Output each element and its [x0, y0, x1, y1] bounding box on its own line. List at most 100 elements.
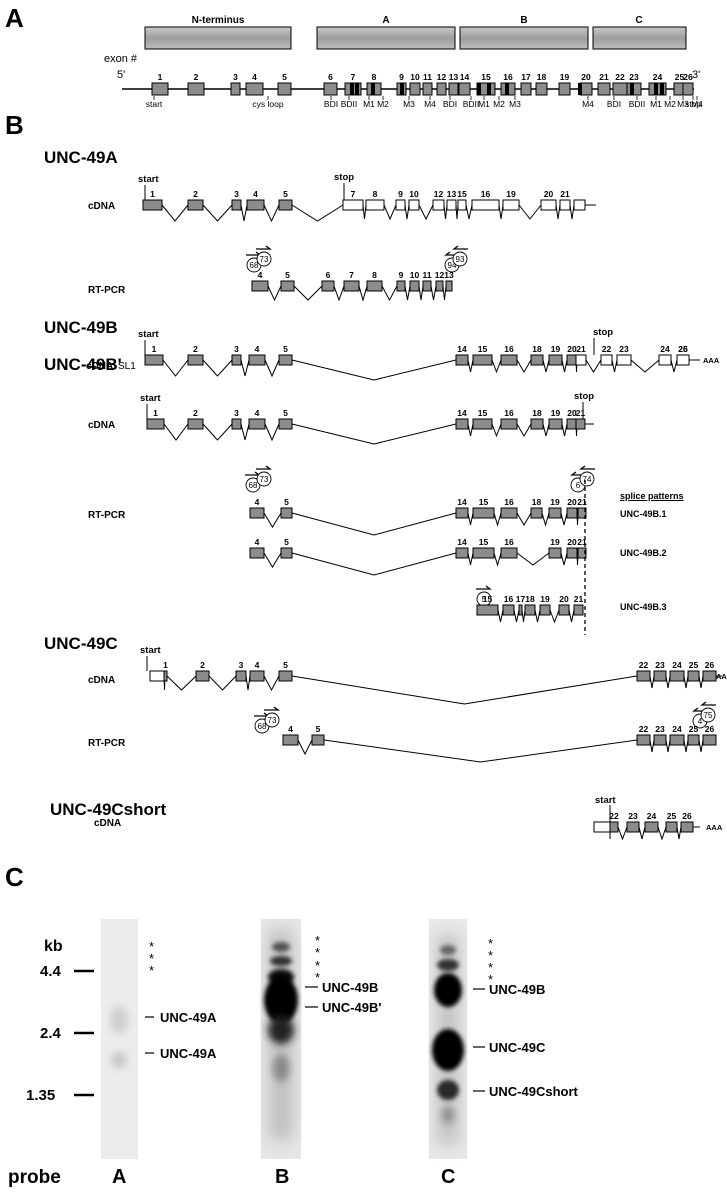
unc49a-rtpcr-exon-5 [280, 280, 295, 292]
rtpcr-b2-right-intron-1 [493, 552, 502, 567]
feature-label-18: M3 [677, 99, 689, 109]
rtpcr-b1-right-exon-20 [566, 507, 578, 519]
rtpcr-b2-right-exon-number-19: 19 [550, 537, 560, 547]
unc49a-cdna-exon-number-3: 3 [234, 189, 239, 199]
asterisk-3: * [315, 958, 320, 973]
unc49a-cdna-exon-4 [246, 199, 265, 211]
unc49bprime-cdna-exon-3 [231, 418, 242, 430]
transmembrane-segment-6 [487, 83, 491, 95]
primer-73-b-number: 73 [260, 475, 269, 484]
rtpcr-b1-left-exon-5 [280, 507, 293, 519]
unc49b-cdna-right-exon-21 [575, 354, 587, 366]
transmembrane-segment-9 [630, 83, 634, 95]
rtpcr-b3-exon-number-17: 17 [516, 594, 526, 604]
primer-5-b-arrow [476, 585, 492, 590]
unc49c-rtpcr-right-exon-number-23: 23 [655, 724, 665, 734]
panel-a-letter: A [5, 3, 24, 33]
exon-box-11 [422, 82, 433, 96]
lane-c-band-unc49c [432, 1029, 464, 1071]
unc49a-rtpcr-intron-3 [358, 285, 368, 302]
unc49a-cdna-3-exon-12 [432, 199, 445, 211]
unc49c-rtpcr-left-exon-number-5: 5 [316, 724, 321, 734]
feature-label-2: BDI [324, 99, 338, 109]
unc49a-rtpcr-intron-2 [333, 285, 345, 302]
unc49cshort-exon-number-25: 25 [667, 811, 677, 821]
rtpcr-b2-left-intron-0 [263, 552, 282, 568]
unc49b-cdna-exon-3 [231, 354, 242, 366]
rtpcr-b1-right-exon-number-21: 21 [577, 497, 587, 507]
primer-68-b-number: 68 [249, 481, 258, 490]
unc49a-cdna-3-exon-9 [395, 199, 406, 211]
primer-73-a-number: 73 [260, 255, 269, 264]
exon-box-14 [458, 82, 471, 96]
unc49c-cdna-right-exon-number-23: 23 [655, 660, 665, 670]
unc49b-cdna-exon-number-3: 3 [234, 344, 239, 354]
unc49a-rtpcr-exon-13 [445, 280, 453, 292]
primer-68-c-arrow [254, 712, 270, 717]
rtpcr-b2-right-exon-number-16: 16 [504, 537, 514, 547]
unc49c-cdna-right-intron-3 [698, 675, 704, 689]
unc-49b-prime-title: UNC-49B' [44, 355, 122, 374]
exon-number-13: 13 [449, 72, 459, 82]
primer-75-c-circle [700, 707, 716, 723]
primer-68-b-arrow [245, 471, 261, 476]
unc49c-cdna-exon-1 [163, 670, 168, 682]
exon-number-7: 7 [351, 72, 356, 82]
lane-b-band-upper [270, 956, 292, 966]
unc49a-rtpcr-exon-number-7: 7 [349, 270, 354, 280]
unc49a-cdna-3-exon-number-12: 12 [434, 189, 444, 199]
unc49c-cdna-right-exon-26 [702, 670, 717, 682]
unc49c-aaa-label: AAA [716, 672, 727, 681]
exon-box-1 [151, 82, 169, 96]
rtpcr-b3-exon-number-21: 21 [574, 594, 584, 604]
primer-93-a-arrow [452, 245, 468, 250]
unc49a-cdna-3-exon-7 [342, 199, 364, 211]
unc49c-cdna-exon-number-4: 4 [255, 660, 260, 670]
unc49b-cdna-exon-number-4: 4 [255, 344, 260, 354]
exon-number-11: 11 [423, 72, 432, 82]
unc49c-start-label: start [140, 645, 161, 656]
unc49a-rtpcr-exon-7 [343, 280, 360, 292]
feature-label-8: BDI [443, 99, 457, 109]
unc49cshort-intron-3 [657, 826, 667, 840]
rtpcr-b2-right-exon-number-20: 20 [567, 537, 577, 547]
lane-c-band-label-2: UNC-49C [489, 1040, 546, 1055]
unc49c-cdna-right-exon-24 [669, 670, 685, 682]
unc49cshort-intron-2 [638, 826, 646, 840]
unc49c-cdna-right-exon-number-25: 25 [689, 660, 699, 670]
exon-number-25: 25 [675, 72, 685, 82]
unc49a-cdna-intron-5-7 [291, 204, 344, 222]
rtpcr-b1-right-intron-2 [516, 512, 532, 526]
unc49cshort-exon-number-26: 26 [682, 811, 692, 821]
unc49b-cdna-right-exon-22 [600, 354, 613, 366]
transmembrane-segment-3 [371, 83, 375, 95]
unc49b-cdna-intron-3 [264, 359, 280, 378]
unc49cshort-intron-1 [617, 826, 628, 840]
unc-49a-cdna-label: cDNA [88, 201, 116, 212]
unc49c-rtpcr-right-exon-24 [669, 734, 685, 746]
unc49b-cdna-right-intron-8 [630, 359, 660, 373]
unc-49cshort-title: UNC-49Cshort [50, 800, 167, 819]
feature-label-20: stop [685, 99, 701, 109]
unc49bprime-cdna-intron-2 [240, 423, 250, 441]
primer-73-c-number: 73 [268, 716, 277, 725]
unc49a-cdna-3-exon-number-20: 20 [544, 189, 554, 199]
transmembrane-segment-8 [578, 83, 582, 95]
exon-number-23: 23 [629, 72, 639, 82]
probe-a-label: A [112, 1166, 126, 1188]
unc49a-cdna-3-exon-20 [540, 199, 557, 211]
unc49a-cdna-3-exon-10 [408, 199, 420, 211]
lane-c-band-top [440, 945, 456, 955]
size-marker-4-4: 4.4 [40, 963, 62, 980]
rtpcr-b1-right-exon-18 [530, 507, 543, 519]
unc49a-rtpcr-exon-6 [321, 280, 335, 292]
unc49a-rtpcr-exon-number-6: 6 [326, 270, 331, 280]
exon-box-26 [682, 82, 694, 96]
unc49bprime-cdna-right-intron-3 [542, 423, 550, 437]
unc49a-cdna-3-exon-number-19: 19 [506, 189, 516, 199]
exon-number-17: 17 [521, 72, 531, 82]
rtpcr-b3-exon-number-19: 19 [540, 594, 550, 604]
unc49b-cdna-exon-4 [248, 354, 266, 366]
exon-box-19 [558, 82, 571, 96]
